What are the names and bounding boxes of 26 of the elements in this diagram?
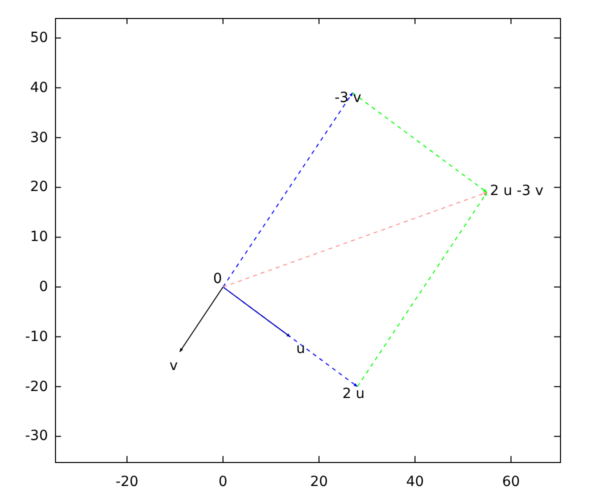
vector-arrow (352, 92, 488, 193)
axis-tick-label: 20 (310, 474, 328, 490)
point-label: u (296, 340, 306, 357)
point-label: 2 u -3 v (490, 183, 544, 200)
vector-arrow (222, 286, 358, 388)
axis-tick-label: 0 (218, 474, 228, 490)
point-label: 0 (213, 271, 222, 287)
axis-tick-label: 10 (30, 229, 48, 246)
vector-arrow (356, 192, 488, 388)
point-label: -3 v (334, 90, 362, 106)
vector-arrow (222, 92, 354, 288)
vector-arrow (179, 286, 224, 352)
axis-tick-label: 60 (502, 474, 520, 490)
axis-tick-label: 40 (406, 474, 424, 490)
axis-tick-label: -20 (25, 378, 48, 395)
axis-tick-label: -20 (116, 474, 138, 490)
point-label: v (170, 358, 178, 374)
point-label: 2 u (342, 386, 365, 402)
axis-tick-label: 50 (30, 30, 48, 46)
axis-tick-label: 40 (30, 80, 48, 96)
axis-tick-label: -10 (25, 328, 48, 345)
axis-tick-label: -30 (25, 428, 48, 444)
axis-tick-label: 0 (39, 279, 48, 295)
axis-tick-label: 20 (30, 179, 48, 196)
axis-tick-label: 30 (30, 130, 48, 146)
vector-arrow (222, 192, 488, 288)
